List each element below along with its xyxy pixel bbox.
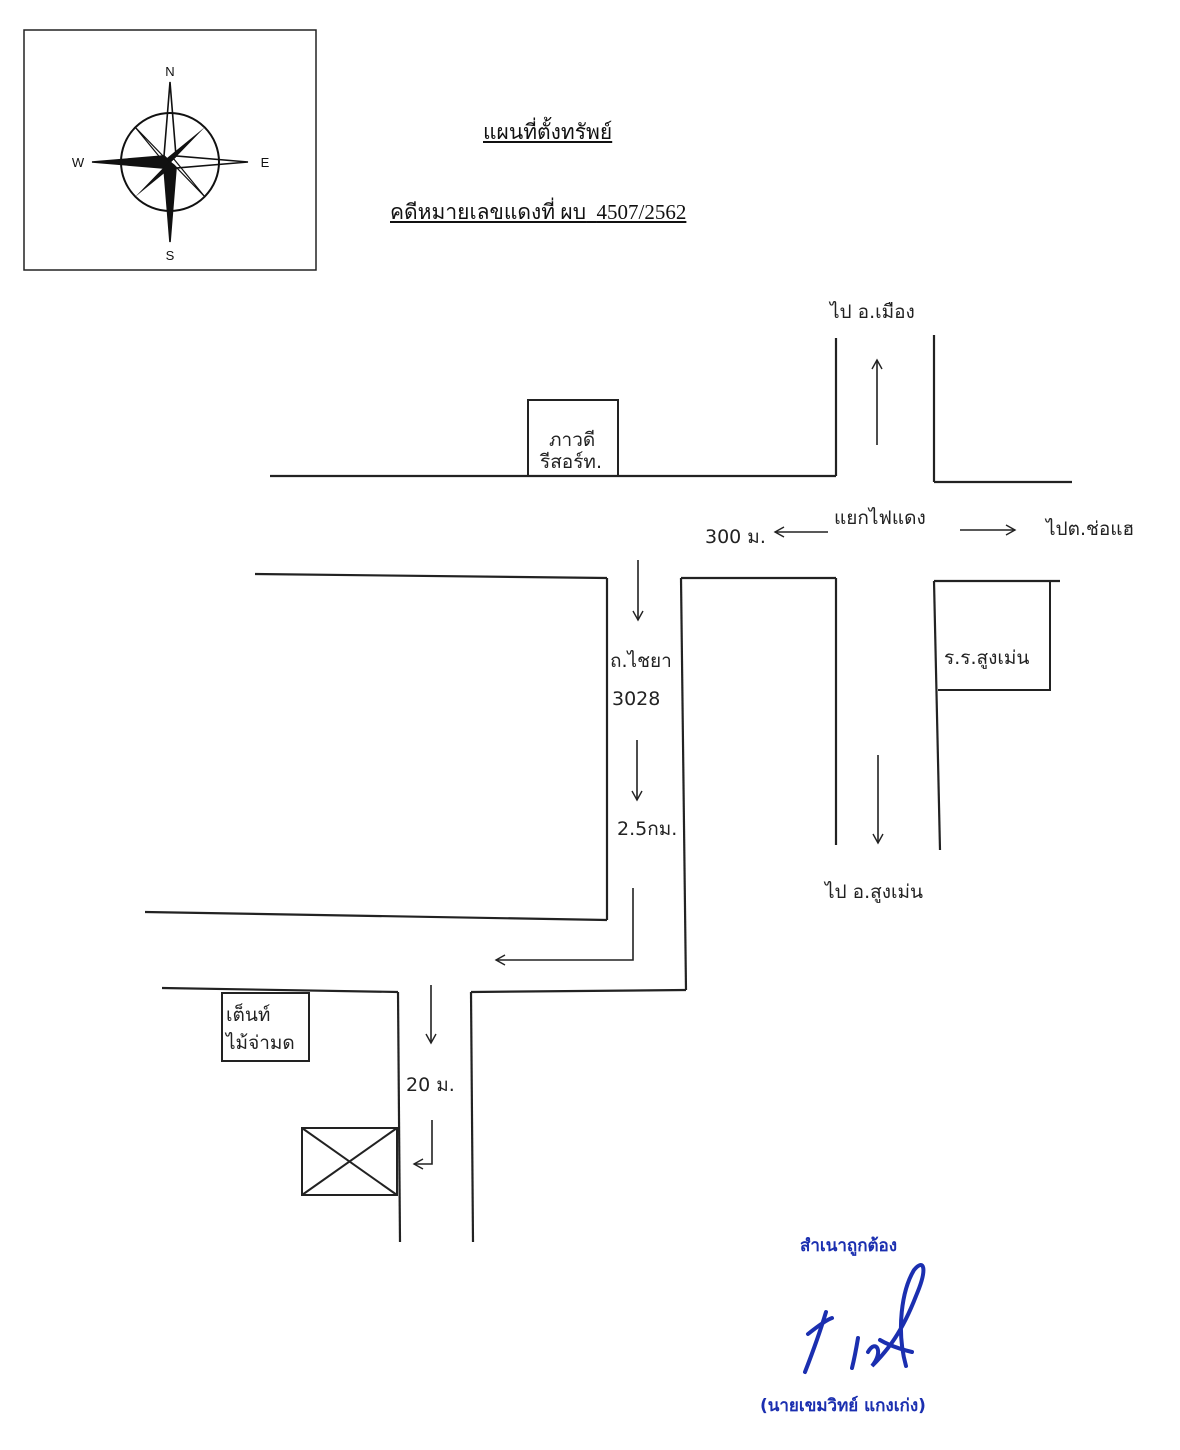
label-intersection: แยกไฟแดง: [834, 507, 926, 529]
label-to-sungmen: ไป อ.สูงเม่น: [823, 881, 923, 903]
case-number-line: คดีหมายเลขแดงที่ ผบ 4507/2562: [390, 196, 686, 229]
road-side-bottom-edge-east: [470, 988, 687, 994]
label-to-mueang: ไป อ.เมือง: [828, 301, 915, 323]
road-side-top-edge: [144, 910, 608, 922]
label-school: ร.ร.สูงเม่น: [944, 647, 1029, 669]
alley-east-edge: [469, 991, 475, 1243]
case-label: คดีหมายเลขแดงที่ ผบ: [390, 200, 587, 224]
compass-frame: [23, 29, 317, 271]
arrow-to-property: [412, 1120, 433, 1170]
label-distance-300m: 300 ม.: [705, 526, 766, 548]
alley-west-edge: [396, 991, 402, 1243]
compass-rose-icon: [91, 81, 249, 243]
label-to-chorae: ไปต.ช่อแฮ: [1044, 518, 1134, 540]
road-3028-east-edge: [679, 577, 688, 991]
label-distance-2-5km: 2.5กม.: [617, 818, 677, 840]
certified-stamp: สำเนาถูกต้อง: [800, 1236, 898, 1256]
tent-shop-building: [221, 992, 310, 1062]
compass-west-label: W: [72, 155, 85, 170]
signer-name: (นายเขมวิทย์ แกงเก่ง): [760, 1396, 926, 1416]
label-tent-line2: ไม้จ่ามด: [224, 1032, 295, 1054]
compass-south-label: S: [166, 248, 175, 263]
arrow-turn-west: [494, 888, 634, 966]
compass-north-label: N: [165, 64, 174, 79]
road-main-bottom-edge-west: [254, 572, 608, 580]
resort-building: [527, 399, 619, 476]
direction-arrows: [412, 358, 1017, 1170]
label-road-name: ถ.ไชยา: [610, 650, 672, 672]
property-location-marker: [301, 1127, 398, 1196]
road-south-right-edge: [932, 580, 942, 851]
compass-east-label: E: [261, 155, 270, 170]
road-side-bottom-edge-west: [161, 986, 399, 994]
label-resort-line1: ภาวดี: [549, 429, 595, 451]
label-tent-line1: เต็นท์: [226, 1002, 270, 1026]
case-number: 4507/2562: [596, 200, 687, 224]
label-resort-line2: รีสอร์ท.: [539, 451, 602, 473]
school-building: [938, 581, 1051, 691]
label-distance-20m: 20 ม.: [406, 1074, 455, 1096]
map-title: แผนที่ตั้งทรัพย์: [483, 120, 613, 144]
signature: [803, 1263, 926, 1374]
road-lines: [144, 335, 1072, 1243]
label-road-number: 3028: [612, 688, 660, 710]
